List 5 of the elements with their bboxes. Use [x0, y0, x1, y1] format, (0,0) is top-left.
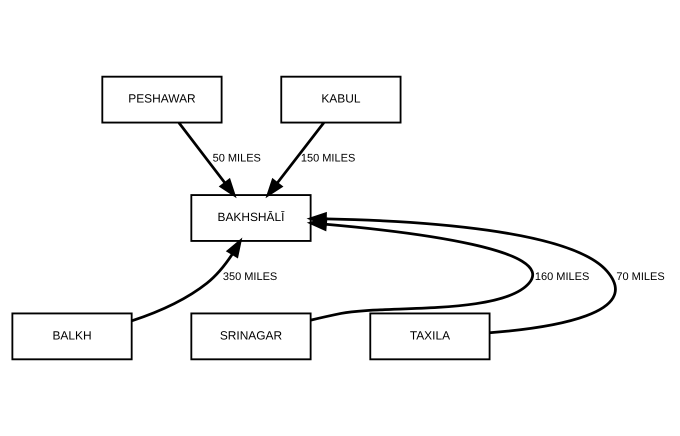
edge-label: 50 MILES: [212, 152, 261, 165]
edge-label: 150 MILES: [300, 152, 356, 165]
edge-label: 350 MILES: [222, 271, 278, 284]
edge-label: 70 MILES: [616, 271, 665, 284]
edge-label: 160 MILES: [534, 271, 590, 284]
